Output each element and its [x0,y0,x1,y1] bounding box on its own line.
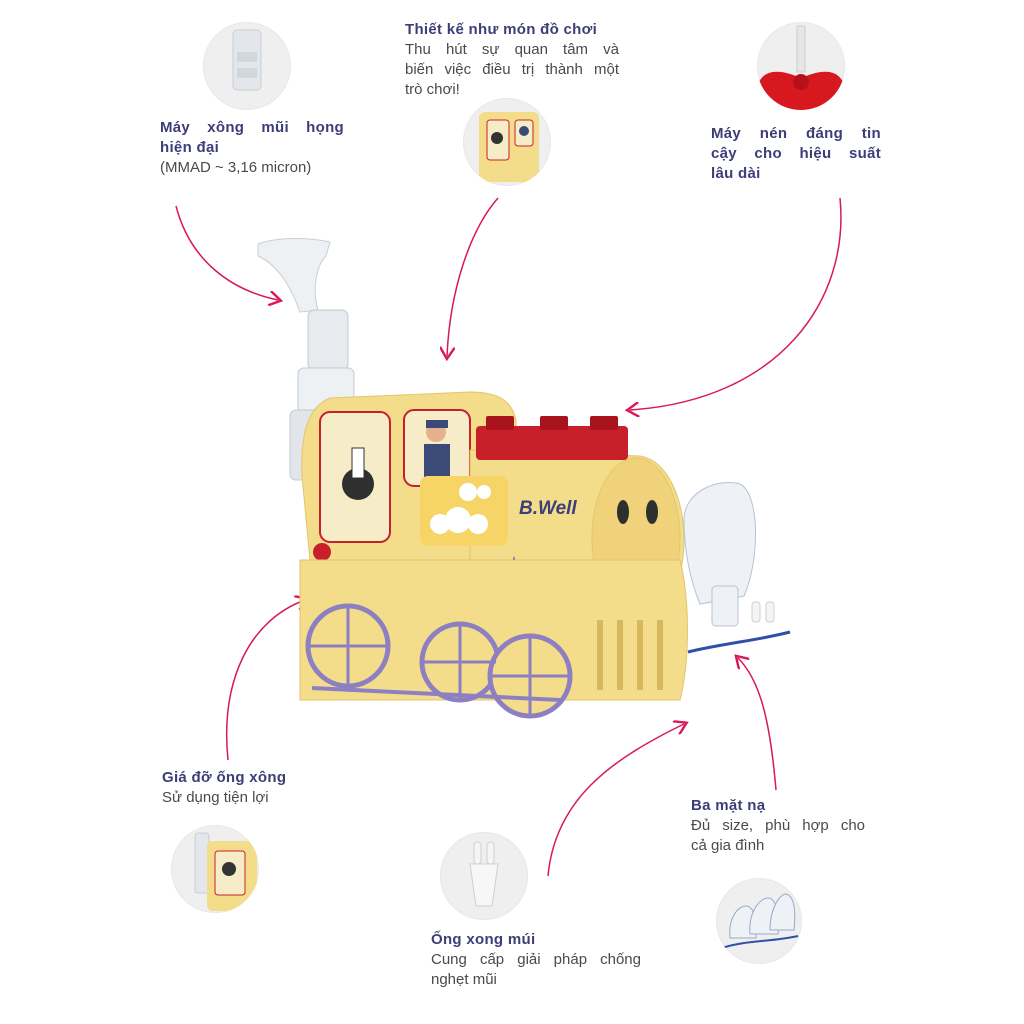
arrow-holder [226,600,305,761]
feature-compressor-title-line2: cậy cho hiệu suất [711,145,881,162]
train-body [299,391,688,719]
feature-nasal-tube: Ống xong múi Cung cấp giải pháp chống ng… [431,930,641,990]
feature-toy-design-desc-line1: Thu hút sự quan tâm và [405,41,619,58]
feature-toy-design-desc-line3: trò chơi! [405,81,460,98]
arrow-toy-design [447,197,499,356]
nebulizer-cup-thumbnail [203,22,291,110]
compressor-thumbnail [757,22,845,110]
feature-nasal-tube-desc-line2: nghẹt mũi [431,971,497,988]
face-mask [683,482,791,654]
holder-thumbnail [171,825,259,913]
feature-nebulizer-title-line1: Máy xông mũi họng [160,119,344,136]
arrow-masks [738,658,777,791]
feature-nebulizer-title-line2: hiện đại [160,139,220,156]
feature-toy-design-desc-line2: biến việc điều trị thành một [405,61,619,78]
arrow-nasal-tube [547,724,684,877]
nasal-tube-thumbnail [440,832,528,920]
feature-masks-desc-line1: Đủ size, phù hợp cho [691,817,865,834]
feature-holder: Giá đỡ ống xông Sử dụng tiện lợi [162,768,332,808]
feature-compressor-title-line1: Máy nén đáng tin [711,125,881,142]
feature-nasal-tube-title: Ống xong múi [431,931,536,948]
arrow-nebulizer [175,205,278,300]
feature-compressor-title-line3: lâu dài [711,165,761,182]
feature-nasal-tube-desc-line1: Cung cấp giải pháp chống [431,951,641,968]
feature-compressor: Máy nén đáng tin cậy cho hiệu suất lâu d… [711,124,881,184]
feature-masks-desc-line2: cả gia đình [691,837,765,854]
feature-toy-design: Thiết kế như món đồ chơi Thu hút sự quan… [405,20,619,100]
feature-holder-desc: Sử dụng tiện lợi [162,789,269,806]
feature-nebulizer-desc: (MMAD ~ 3,16 micron) [160,159,312,176]
masks-thumbnail [716,878,802,964]
feature-toy-design-title: Thiết kế như món đồ chơi [405,21,598,38]
feature-masks-title: Ba mặt nạ [691,797,766,814]
feature-nebulizer: Máy xông mũi họng hiện đại (MMAD ~ 3,16 … [160,118,344,178]
feature-holder-title: Giá đỡ ống xông [162,769,287,786]
brand-logo: B.Well [519,498,577,519]
feature-masks: Ba mặt nạ Đủ size, phù hợp cho cả gia đì… [691,796,865,856]
toy-design-thumbnail [463,98,551,186]
arrow-compressor [630,197,842,410]
